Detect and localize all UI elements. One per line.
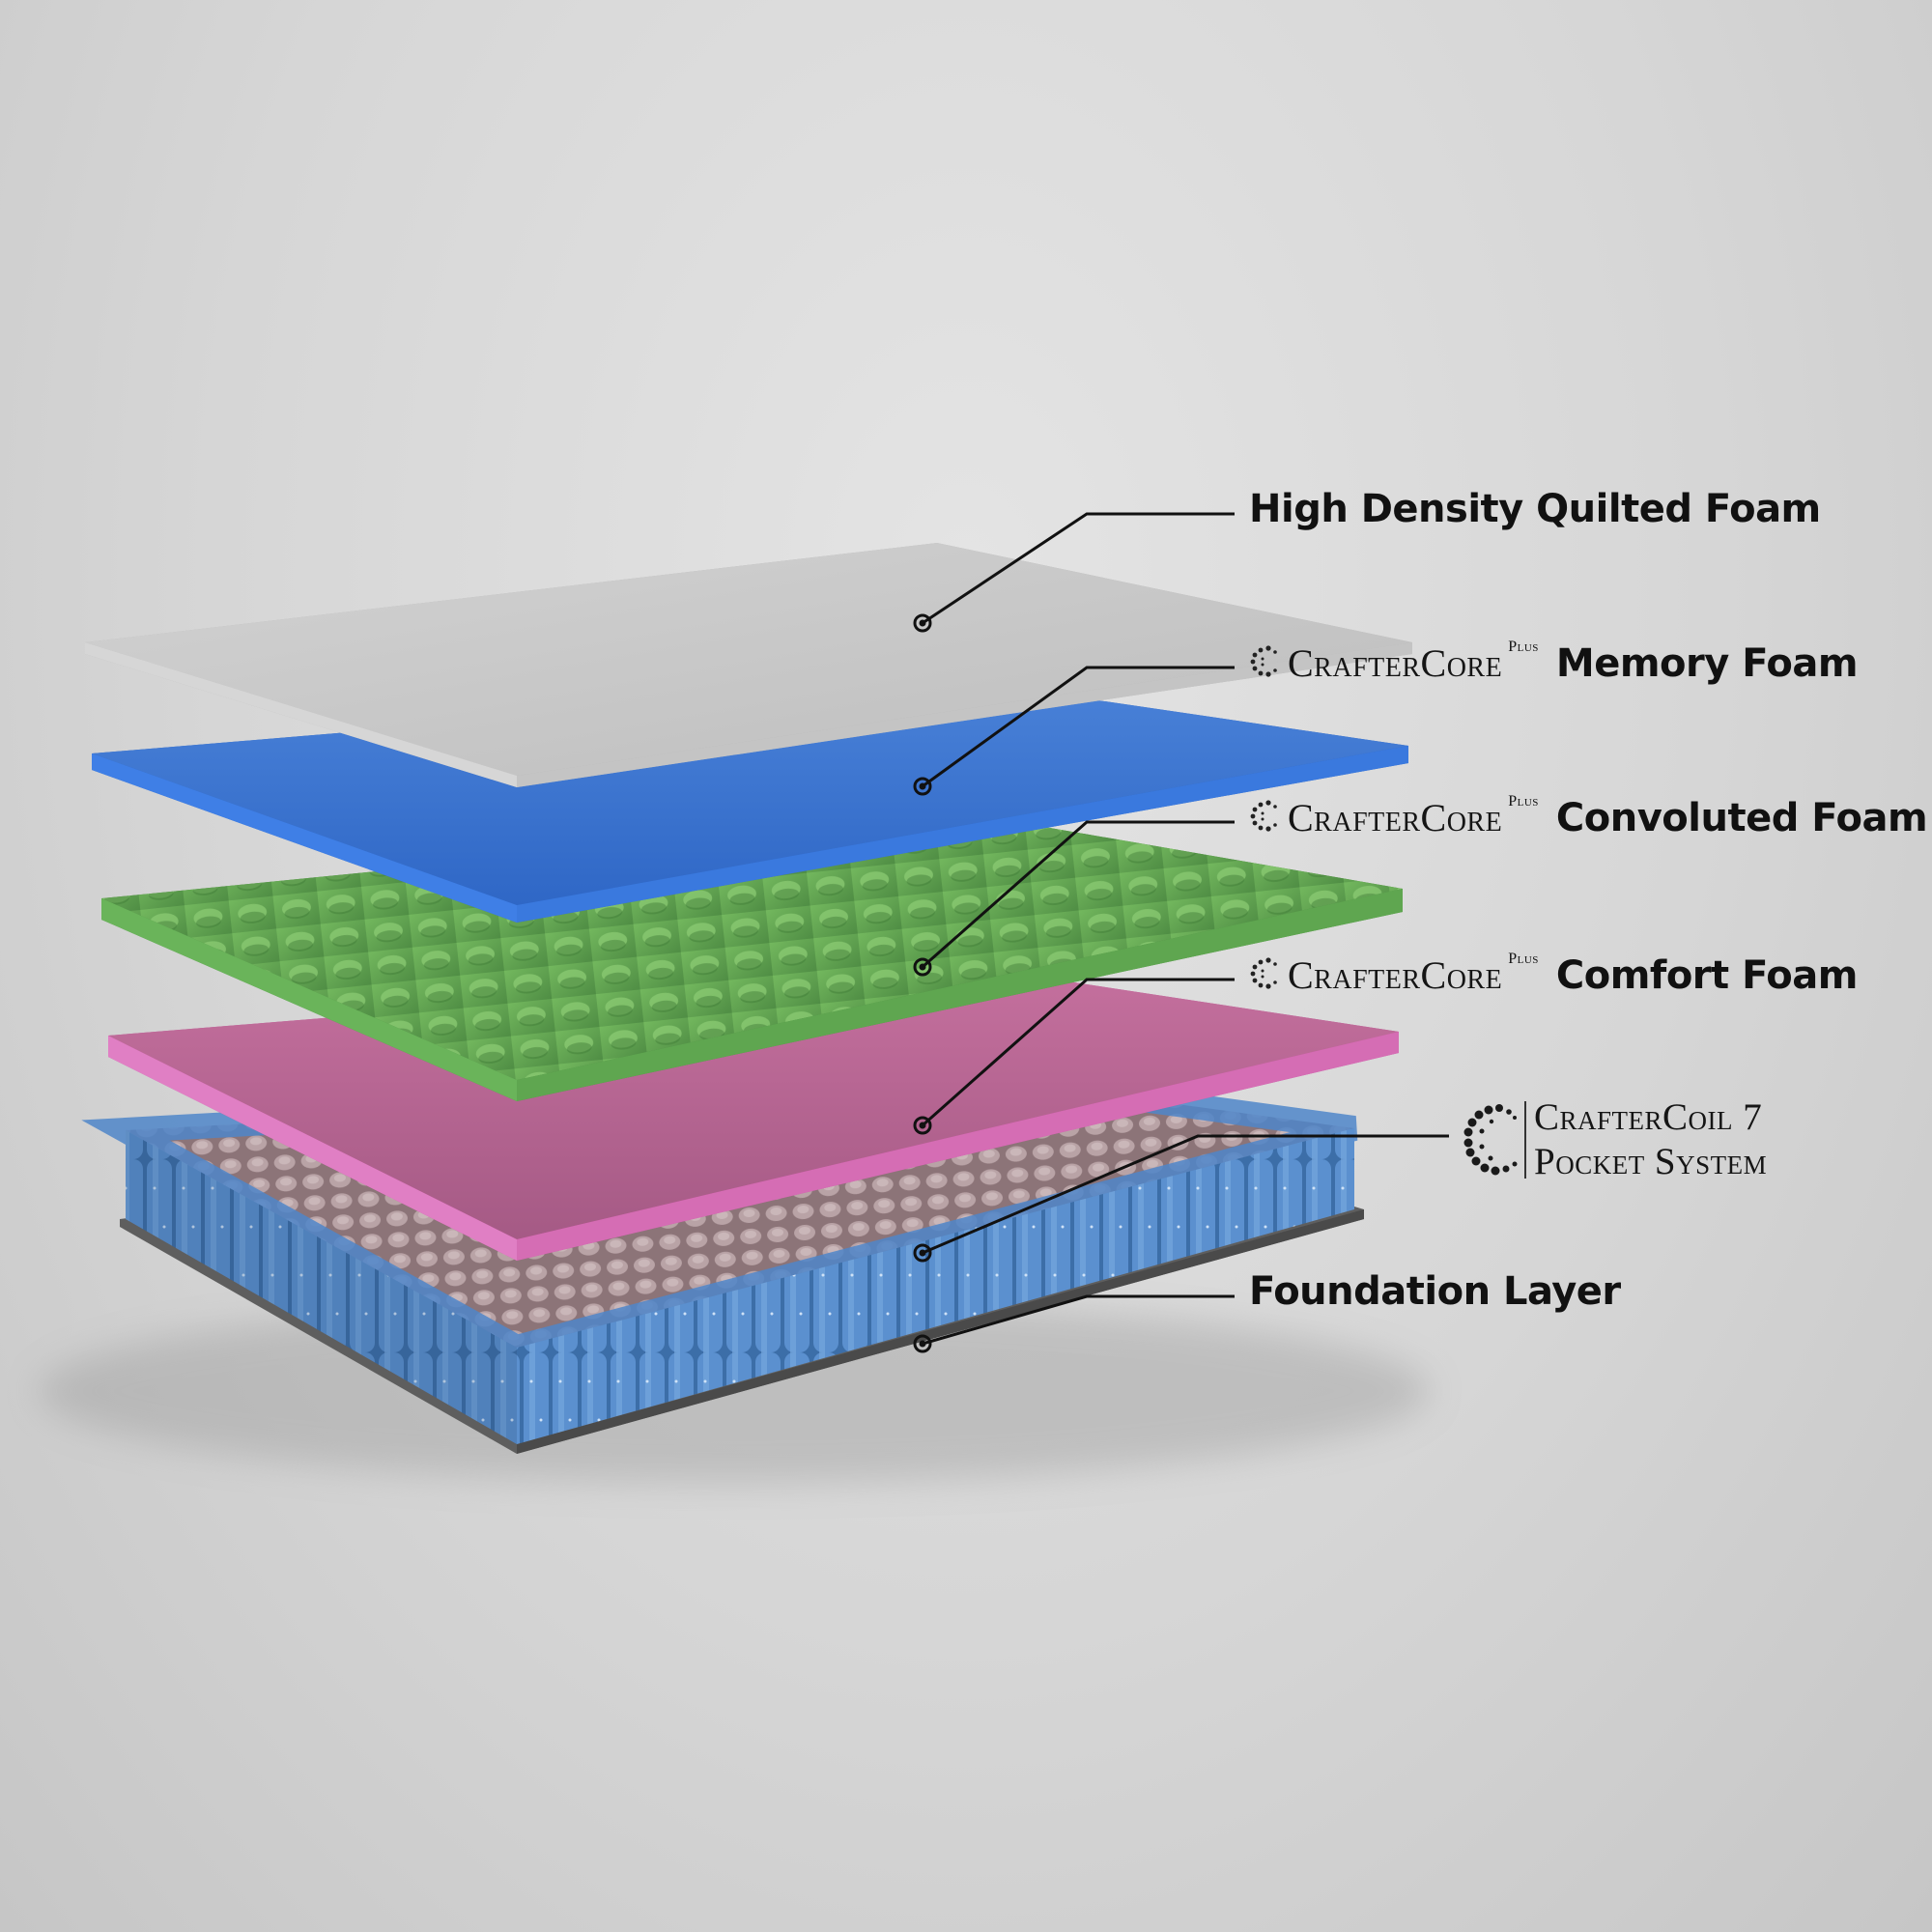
label-memory-foam: CrafterCore Plus Memory Foam <box>1249 639 1859 686</box>
leader-convoluted <box>922 820 1235 969</box>
craftercoil-logo-icon <box>1463 1104 1518 1176</box>
leader-comfort <box>922 978 1235 1127</box>
label-foundation-layer: Foundation Layer <box>1249 1269 1621 1314</box>
label-text: Foundation Layer <box>1249 1269 1621 1314</box>
brand-name: CrafterCore <box>1288 796 1503 839</box>
leader-anchors <box>913 613 932 1353</box>
leader-coil <box>922 1134 1449 1255</box>
brand-superscript: Plus <box>1508 639 1539 655</box>
brand-superscript: Plus <box>1508 951 1539 967</box>
logo-divider <box>1524 1101 1526 1179</box>
craftercore-logo-icon <box>1250 957 1277 989</box>
brand-name: CrafterCore <box>1288 641 1503 685</box>
label-text: Memory Foam <box>1555 640 1859 686</box>
leader-memory <box>922 666 1235 788</box>
label-text: Convoluted Foam <box>1555 795 1928 840</box>
leader-foundation <box>922 1294 1235 1346</box>
label-text: Comfort Foam <box>1555 952 1859 998</box>
craftercore-brand: CrafterCore Plus <box>1249 951 1539 998</box>
label-text: High Density Quilted Foam <box>1249 487 1821 531</box>
brand-superscript: Plus <box>1508 793 1539 810</box>
leader-lines <box>922 512 1449 1346</box>
coil-label-line2: Pocket System <box>1534 1141 1768 1182</box>
leader-quilted <box>922 512 1235 625</box>
craftercore-logo-icon <box>1250 645 1277 677</box>
coil-label-line1: CrafterCoil 7 <box>1534 1096 1763 1138</box>
label-comfort-foam: CrafterCore Plus Comfort Foam <box>1249 951 1859 998</box>
craftercore-logo-icon <box>1250 800 1277 832</box>
craftercore-brand: CrafterCore Plus <box>1249 793 1539 840</box>
label-pocket-coil: CrafterCoil 7 Pocket System <box>1461 1095 1767 1184</box>
label-quilted-foam: High Density Quilted Foam <box>1249 487 1821 531</box>
quilted-foam-layer <box>85 543 1412 787</box>
craftercoil-name: CrafterCoil 7 Pocket System <box>1534 1095 1767 1184</box>
brand-name: CrafterCore <box>1288 953 1503 997</box>
craftercore-brand: CrafterCore Plus <box>1249 639 1539 686</box>
label-convoluted-foam: CrafterCore Plus Convoluted Foam <box>1249 793 1928 840</box>
